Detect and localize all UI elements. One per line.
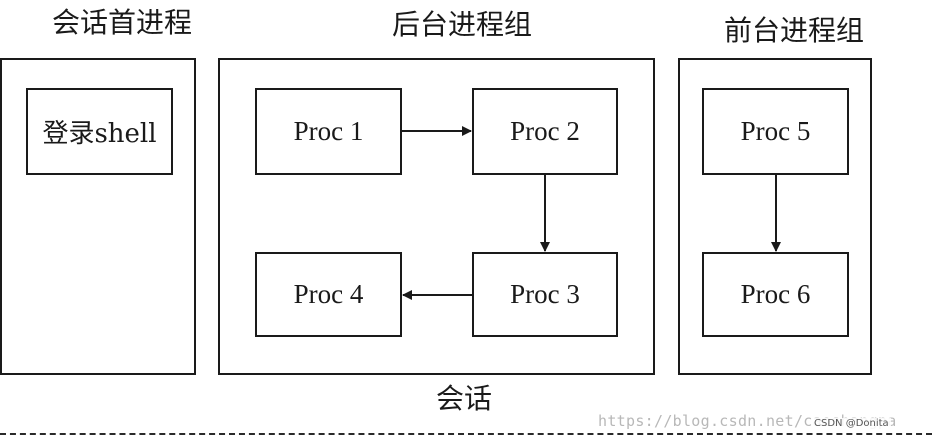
- proc-6-node: Proc 6: [702, 252, 849, 337]
- proc-4-node: Proc 4: [255, 252, 402, 337]
- foreground-group-box: [678, 58, 872, 375]
- session-leader-title: 会话首进程: [52, 6, 193, 39]
- proc-1-node: Proc 1: [255, 88, 402, 175]
- proc-3-node: Proc 3: [472, 252, 618, 337]
- background-group-title: 后台进程组: [392, 8, 533, 41]
- proc-5-node: Proc 5: [702, 88, 849, 175]
- csdn-tag: CSDN @Donita: [812, 418, 891, 429]
- proc-2-node: Proc 2: [472, 88, 618, 175]
- background-group-box: [218, 58, 655, 375]
- login-shell-node: 登录shell: [26, 88, 173, 175]
- session-label: 会话: [436, 382, 493, 415]
- foreground-group-title: 前台进程组: [724, 14, 865, 47]
- bottom-dashed-divider: [0, 433, 932, 435]
- session-leader-box: [0, 58, 196, 375]
